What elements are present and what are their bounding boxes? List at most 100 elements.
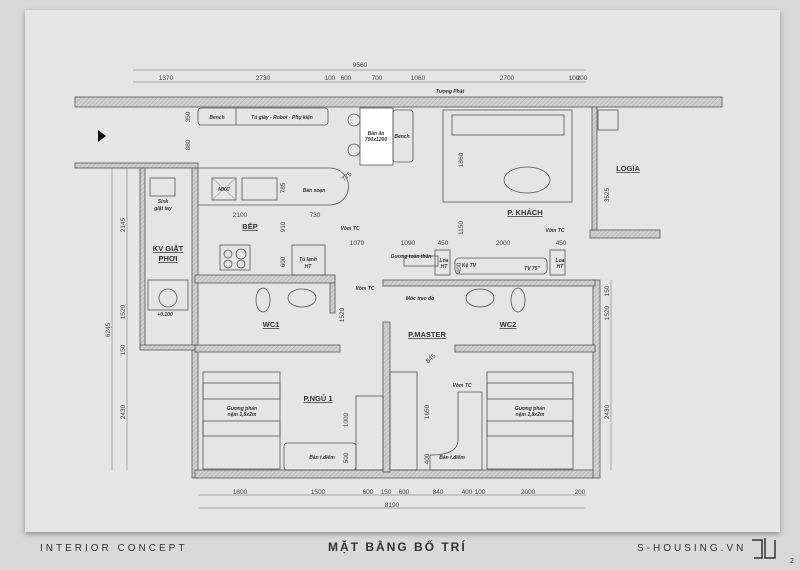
dim-label: 600 bbox=[399, 489, 410, 496]
label-bed-size: nệm 1,8x2m bbox=[516, 412, 545, 418]
dim-label: 200 bbox=[577, 75, 588, 82]
page-number: 2 bbox=[790, 558, 794, 565]
dim-label: 200 bbox=[575, 489, 586, 496]
footer-brand: S-HOUSING.VN bbox=[637, 543, 747, 554]
label-tv: TV 75" bbox=[524, 266, 540, 272]
room-laundry: KV GIẶT bbox=[153, 244, 184, 253]
room-labels: P. KHÁCH LOGIA BẾP KV GIẶT PHƠI WC1 WC2 … bbox=[153, 164, 641, 403]
dim-label: 2700 bbox=[500, 75, 515, 82]
dim-label: 910 bbox=[280, 221, 287, 232]
dim-label: 100 bbox=[325, 75, 336, 82]
dim-label: 100 bbox=[569, 75, 580, 82]
dimensions-left: 2145 1520 6245 150 2430 880 350 bbox=[105, 111, 192, 470]
dim-label: 1070 bbox=[350, 240, 365, 247]
dim-label: 700 bbox=[372, 75, 383, 82]
dim-total-top: 9560 bbox=[353, 62, 368, 69]
dim-label: 1150 bbox=[458, 221, 465, 235]
dim-label: 400 bbox=[462, 489, 473, 496]
label-bench: Bench bbox=[209, 115, 224, 121]
label-bed: Gương phản bbox=[515, 406, 545, 412]
dim-label: 1650 bbox=[424, 404, 431, 419]
dim-label: 150 bbox=[381, 489, 392, 496]
dimensions-right: 1860 1150 3525 150 1520 2430 bbox=[458, 152, 612, 470]
label-shoe-cabinet: Tủ giày - Robot - Phụ kiện bbox=[251, 115, 313, 121]
label-bed-size: nệm 1,6x2m bbox=[228, 412, 257, 418]
room-wc1: WC1 bbox=[263, 320, 280, 329]
label-sink: Sink bbox=[158, 199, 169, 205]
walls bbox=[74, 96, 723, 479]
label-fridge: Tủ lạnh bbox=[299, 257, 317, 263]
label-vanity: Bàn t.điểm bbox=[439, 454, 465, 461]
dim-label: 400 bbox=[456, 262, 463, 273]
dimensions-bottom: 1800 1500 600 150 600 840 400 100 2000 2… bbox=[198, 489, 586, 509]
room-kitchen: BẾP bbox=[242, 221, 257, 231]
dim-label: 730 bbox=[310, 212, 321, 219]
label-speaker: Loa bbox=[556, 258, 565, 264]
dining-table bbox=[359, 107, 394, 166]
dimensions-top: 9560 1370 2730 100 600 700 1060 2700 100… bbox=[133, 62, 588, 83]
label-ceiling-arch: Vòm TC bbox=[356, 286, 375, 292]
dim-label: 775 bbox=[341, 170, 354, 183]
dim-label: 3525 bbox=[604, 187, 611, 202]
dim-label: 450 bbox=[556, 240, 567, 247]
label-bed: Gương phản bbox=[227, 406, 257, 412]
dim-label: 450 bbox=[438, 240, 449, 247]
label-fridge: HT bbox=[305, 264, 313, 270]
dim-label: 600 bbox=[341, 75, 352, 82]
room-bedroom-1: P.NGỦ 1 bbox=[303, 394, 332, 403]
label-prep-table: Bàn soạn bbox=[303, 188, 326, 194]
dim-label: 1860 bbox=[458, 152, 465, 167]
label-sink: giặt tay bbox=[153, 206, 172, 212]
label-floor-level: +0.100 bbox=[157, 312, 173, 318]
label-hook: Móc treo đồ bbox=[406, 296, 434, 302]
dim-label: 150 bbox=[604, 285, 611, 296]
dim-label: 600 bbox=[363, 489, 374, 496]
room-laundry: PHƠI bbox=[159, 254, 178, 263]
dim-label: 2100 bbox=[233, 212, 248, 219]
label-ceiling-arch: Vòm TC bbox=[453, 383, 472, 389]
dim-label: 1520 bbox=[339, 307, 346, 322]
label-mirror: Gương toàn thân bbox=[391, 254, 432, 260]
dim-label: 845 bbox=[425, 352, 438, 365]
dim-label: 2000 bbox=[496, 240, 511, 247]
dim-label: 100 bbox=[475, 489, 486, 496]
label-speaker: Loa bbox=[440, 258, 449, 264]
dim-label: 150 bbox=[120, 344, 127, 355]
label-ceiling-arch: Vòm TC bbox=[341, 226, 360, 232]
label-vanity: Bàn t.điểm bbox=[309, 454, 335, 461]
dim-label: 2000 bbox=[521, 489, 536, 496]
dim-total-bottom: 8190 bbox=[385, 502, 400, 509]
dim-label: 1060 bbox=[411, 75, 426, 82]
dim-label: 2145 bbox=[120, 217, 127, 232]
label-speaker: HT bbox=[441, 264, 449, 270]
dim-label: 1520 bbox=[604, 305, 611, 320]
label-buddha-altar: Tượng Phật bbox=[436, 89, 465, 95]
label-dishwasher: MKC bbox=[218, 187, 230, 193]
label-dining-table-size: 700x1200 bbox=[365, 137, 387, 143]
entrance-arrow-icon bbox=[98, 130, 106, 142]
dim-label: 1370 bbox=[159, 75, 174, 82]
dim-label: 2430 bbox=[604, 404, 611, 419]
dim-label: 840 bbox=[433, 489, 444, 496]
furniture bbox=[147, 107, 619, 471]
dim-label: 6245 bbox=[105, 322, 112, 337]
label-dining-table: Bàn ăn bbox=[368, 131, 385, 137]
drawing-title: MẶT BẰNG BỐ TRÍ bbox=[328, 540, 467, 554]
label-ceiling-arch: Vòm TC bbox=[546, 228, 565, 234]
dim-label: 400 bbox=[424, 453, 431, 464]
dim-label: 350 bbox=[185, 111, 192, 122]
dim-label: 1000 bbox=[343, 412, 350, 427]
dim-label: 1800 bbox=[233, 489, 248, 496]
room-wc2: WC2 bbox=[500, 320, 517, 329]
room-master: P.MASTER bbox=[408, 330, 446, 339]
inner-dimensions: 2100 730 775 785 910 600 1070 1090 450 2… bbox=[233, 170, 567, 464]
label-bench: Bench bbox=[394, 134, 409, 140]
dim-label: 600 bbox=[280, 256, 287, 267]
dim-label: 785 bbox=[280, 182, 287, 193]
annotations: Bench Tủ giày - Robot - Phụ kiện Bàn ăn … bbox=[153, 89, 565, 461]
label-tv-shelf: Kệ TV bbox=[462, 263, 477, 269]
room-logia: LOGIA bbox=[616, 164, 640, 173]
dim-label: 880 bbox=[185, 139, 192, 150]
dim-label: 2730 bbox=[256, 75, 271, 82]
